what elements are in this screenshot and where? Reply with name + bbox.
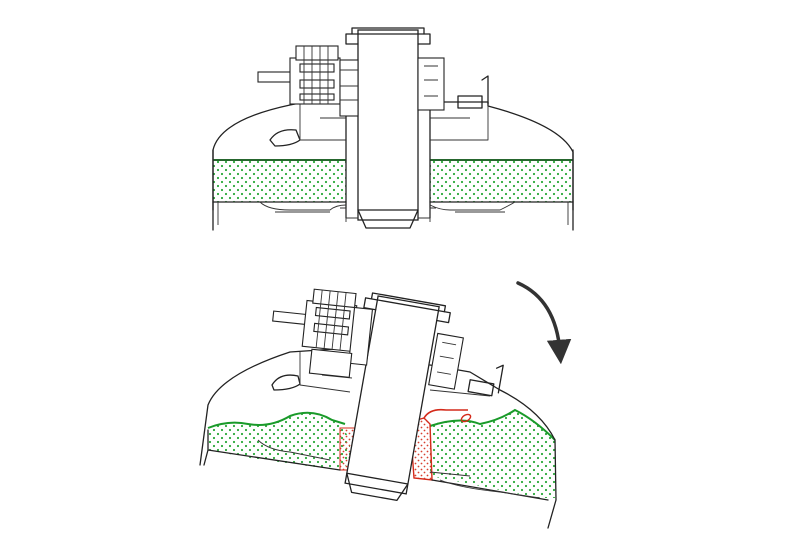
upright-view (212, 27, 574, 231)
leak-path (423, 408, 468, 419)
tilted-view (199, 288, 557, 529)
oil-level-wavy (207, 411, 346, 429)
oil-fill-right (430, 160, 573, 202)
motor-assembly-tilted (272, 288, 374, 378)
curved-arrow-clockwise-icon (516, 281, 572, 365)
central-shaft (357, 29, 419, 221)
leak-drop (460, 413, 472, 423)
right-mechanism-tilted (428, 332, 504, 397)
motor-assembly (257, 45, 359, 117)
housing-outline-tilted (199, 347, 557, 529)
right-mechanism (417, 57, 489, 111)
central-shaft-tilted (344, 295, 440, 495)
oil-fill-left (213, 160, 346, 202)
